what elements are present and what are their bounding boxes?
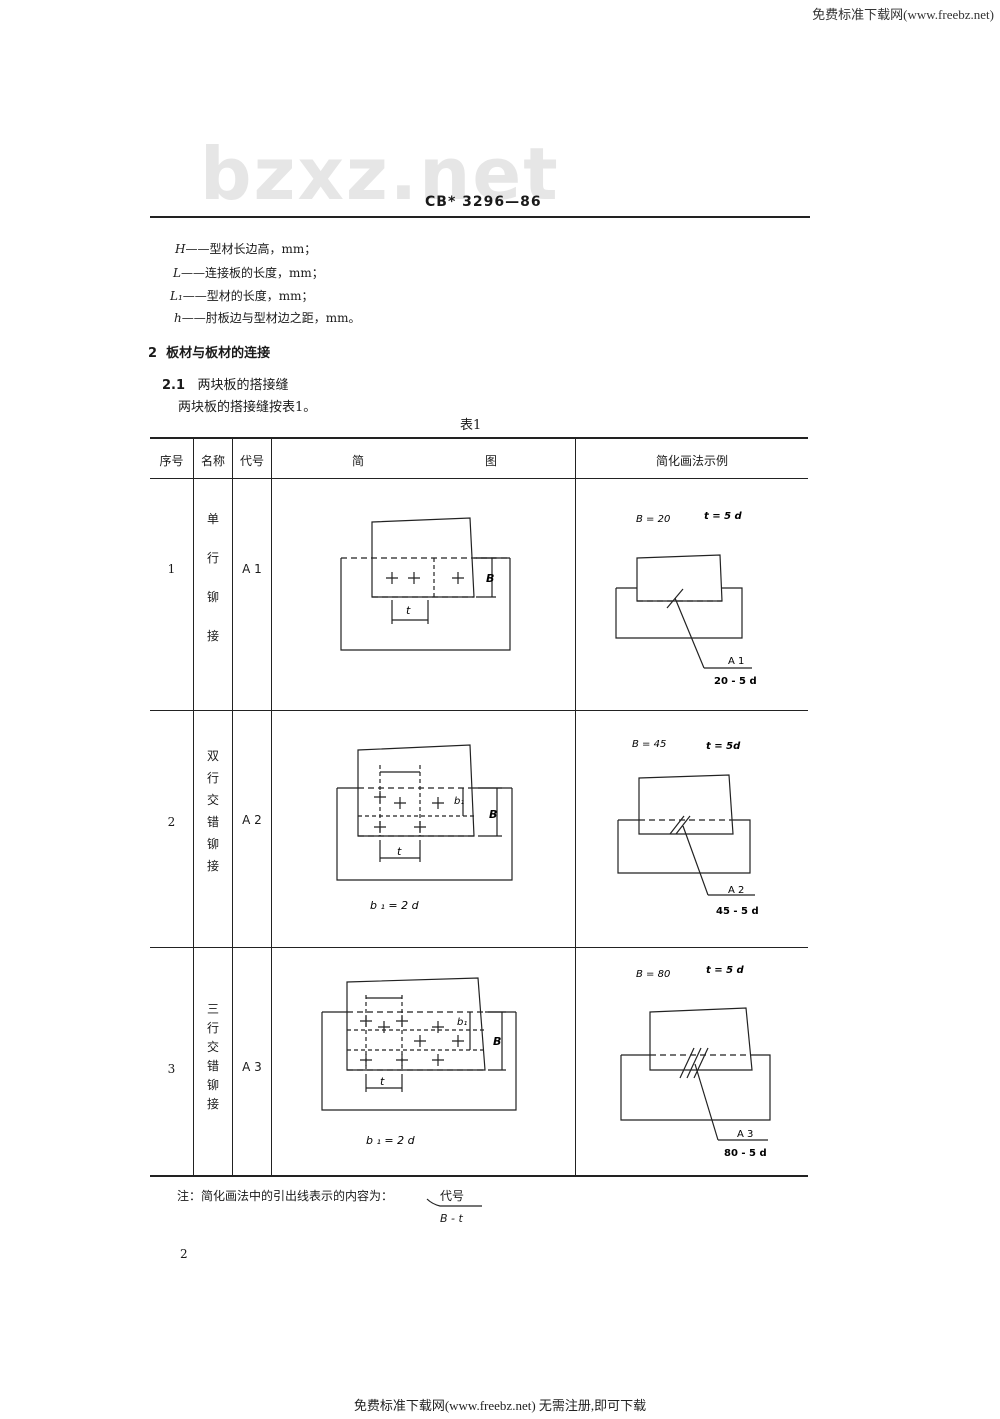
row-2-sketch-pitch-label: t [397, 845, 402, 858]
header-no: 序号 [159, 454, 184, 468]
row-3-example-code: A 3 [737, 1129, 753, 1140]
page-number: 2 [180, 1247, 188, 1261]
table-bottom-rule [150, 1175, 808, 1177]
row-1-example-t: t = 5 d [704, 511, 743, 522]
site-header-text: 免费标准下载网(www.freebz.net) [812, 7, 994, 22]
note-code-label: 代号 [440, 1189, 465, 1203]
row-3-sketch-b1-label: b₁ [457, 1017, 467, 1028]
row-3-no: 3 [167, 1062, 176, 1076]
row-3-example-t: t = 5 d [706, 965, 745, 976]
table-row-rule [150, 710, 808, 711]
row-1-example-code: A 1 [728, 656, 744, 667]
row-2-name: 双行 交错 铆接 [206, 749, 219, 873]
definition-item: L——连接板的长度，mm； [173, 266, 324, 280]
note-bt-label: B - t [440, 1212, 463, 1225]
subsection-heading: 2.1 两块板的搭接缝 [162, 378, 289, 393]
table-col-divider [193, 438, 194, 1176]
table-top-rule [150, 437, 808, 439]
header-name: 名称 [200, 454, 225, 468]
row-1-sketch-pitch-label: t [406, 604, 411, 617]
row-2-example-spec: 45 - 5 d [716, 906, 759, 917]
header-rule [150, 216, 810, 218]
row-3-example-b: B = 80 [636, 969, 670, 980]
definition-item: h——肘板边与型材边之距，mm。 [174, 311, 361, 325]
definition-item: H——型材长边高，mm； [175, 242, 317, 256]
table-row-rule [150, 947, 808, 948]
table-col-divider [232, 438, 233, 1176]
table-title: 表1 [460, 418, 482, 433]
header-example: 简化画法示例 [655, 454, 728, 468]
row-3-name: 三行 交错 铆接 [206, 1002, 219, 1111]
row-2-example-t: t = 5d [706, 741, 741, 752]
table-col-divider [575, 438, 576, 1176]
header-sketch-a: 简 [352, 454, 365, 468]
row-2-sketch-width-label: B [489, 808, 497, 821]
header-code: 代号 [239, 454, 264, 468]
row-3-sketch-caption: b ₁ = 2 d [366, 1134, 416, 1147]
note-leader-line [426, 1198, 482, 1207]
table-col-divider [271, 438, 272, 1176]
row-2-example-code: A 2 [728, 885, 744, 896]
watermark: bzxz.net [200, 132, 560, 216]
section-heading: 2 板材与板材的连接 [148, 346, 271, 361]
definition-item: L₁——型材的长度，mm； [170, 289, 314, 303]
standard-number: CB* 3296—86 [425, 194, 542, 210]
row-1-code: A 1 [242, 562, 262, 576]
row-1-example-b: B = 20 [636, 514, 670, 525]
row-1-name: 单行 铆接 [206, 512, 219, 643]
subsection-body: 两块板的搭接缝按表1。 [178, 400, 317, 415]
row-1-example-spec: 20 - 5 d [714, 676, 757, 687]
site-footer-text: 免费标准下载网(www.freebz.net) 无需注册,即可下载 [353, 1398, 647, 1413]
row-1-sketch-width-label: B [486, 572, 494, 585]
row-3-code: A 3 [242, 1060, 262, 1074]
table-header-rule [150, 478, 808, 479]
header-sketch-b: 图 [485, 454, 498, 468]
row-3-sketch-width-label: B [493, 1035, 501, 1048]
row-1-no: 1 [167, 562, 176, 576]
row-2-sketch [336, 744, 513, 881]
row-3-sketch [321, 977, 517, 1111]
row-1-example [615, 554, 752, 669]
row-2-sketch-b1-label: b₁ [454, 796, 464, 807]
row-2-no: 2 [167, 815, 176, 829]
row-3-example-spec: 80 - 5 d [724, 1148, 767, 1159]
table-note: 注：简化画法中的引出线表示的内容为： [177, 1189, 394, 1203]
row-2-example-b: B = 45 [632, 739, 666, 750]
row-2-sketch-caption: b ₁ = 2 d [370, 899, 420, 912]
row-2-code: A 2 [242, 813, 262, 827]
row-3-example [620, 1007, 771, 1141]
row-1-sketch [340, 517, 511, 651]
row-3-sketch-pitch-label: t [380, 1075, 385, 1088]
row-2-example [617, 774, 755, 896]
